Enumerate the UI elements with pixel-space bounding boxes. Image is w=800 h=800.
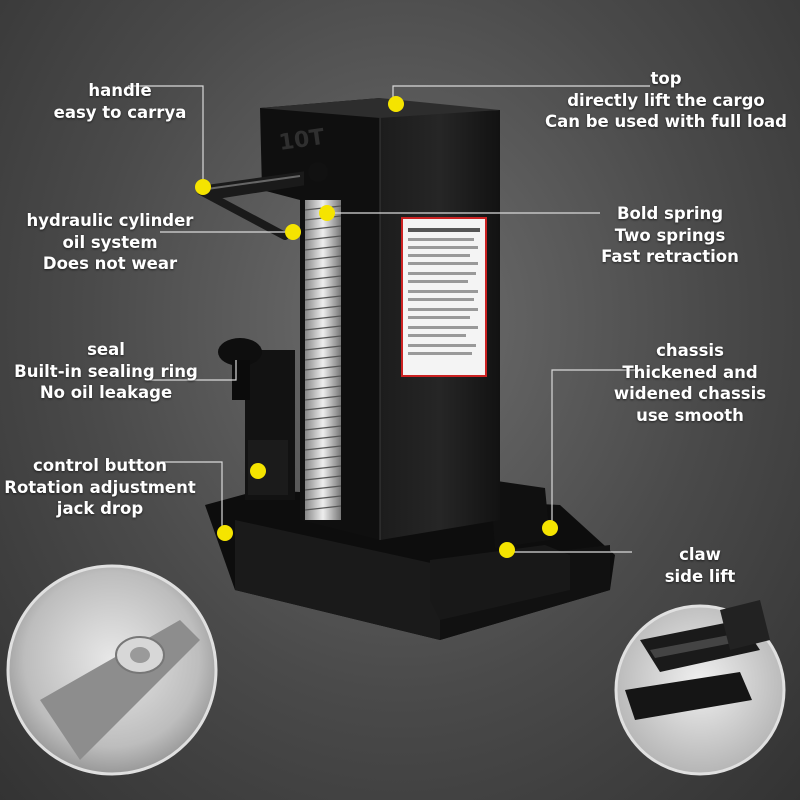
label-chassis-line: Thickened and: [622, 362, 758, 382]
label-seal: seal Built-in sealing ring No oil leakag…: [6, 339, 206, 404]
label-spring: Bold spring Two springs Fast retraction: [570, 203, 770, 268]
leader-lines: [128, 85, 650, 553]
label-handle-title: handle: [88, 81, 152, 100]
marker-handle: [195, 179, 211, 195]
label-handle: handle easy to carrya: [30, 80, 210, 123]
label-chassis: chassis Thickened and widened chassis us…: [580, 340, 800, 426]
hydraulic-cylinder: [218, 338, 295, 500]
label-hydraulic-title: hydraulic cylinder: [26, 211, 194, 230]
label-chassis-line: widened chassis: [613, 384, 767, 403]
handle: [196, 162, 328, 240]
label-spring-line: Two springs: [614, 225, 726, 245]
marker-top: [388, 96, 404, 112]
marker-control: [217, 525, 233, 541]
marker-hydraulic: [285, 224, 301, 240]
label-control-title: control button: [32, 456, 168, 475]
warning-sticker: [401, 217, 487, 377]
marker-chassis: [542, 520, 558, 536]
label-seal-line: Built-in sealing ring: [14, 361, 198, 381]
detail-zoom-control-button: [6, 564, 218, 776]
label-hydraulic: hydraulic cylinder oil system Does not w…: [10, 210, 210, 275]
label-handle-line: easy to carrya: [53, 102, 187, 122]
label-top-line: Can be used with full load: [545, 112, 787, 131]
detail-zoom-claw: [614, 600, 786, 776]
label-claw-title: claw: [679, 545, 721, 564]
label-top-title: top: [650, 69, 682, 88]
label-top: top directly lift the cargo Can be used …: [540, 68, 792, 133]
label-spring-title: Bold spring: [616, 204, 724, 223]
label-seal-line: No oil leakage: [39, 383, 173, 402]
label-top-line: directly lift the cargo: [567, 90, 765, 110]
label-spring-line: Fast retraction: [601, 247, 739, 266]
label-claw: claw side lift: [640, 544, 760, 587]
marker-claw: [499, 542, 515, 558]
jack-base: [205, 480, 615, 640]
label-claw-line: side lift: [664, 566, 736, 586]
label-chassis-line: use smooth: [636, 405, 744, 425]
marker-dots: [195, 96, 558, 558]
label-hydraulic-line: oil system: [62, 232, 158, 252]
label-control: control button Rotation adjustment jack …: [0, 455, 200, 520]
label-chassis-title: chassis: [656, 341, 724, 360]
label-control-line: jack drop: [56, 499, 144, 518]
label-hydraulic-line: Does not wear: [42, 254, 178, 273]
label-control-line: Rotation adjustment: [4, 477, 196, 497]
marker-spring: [319, 205, 335, 221]
marker-seal: [250, 463, 266, 479]
label-seal-title: seal: [87, 340, 125, 359]
bold-spring: [304, 200, 342, 520]
